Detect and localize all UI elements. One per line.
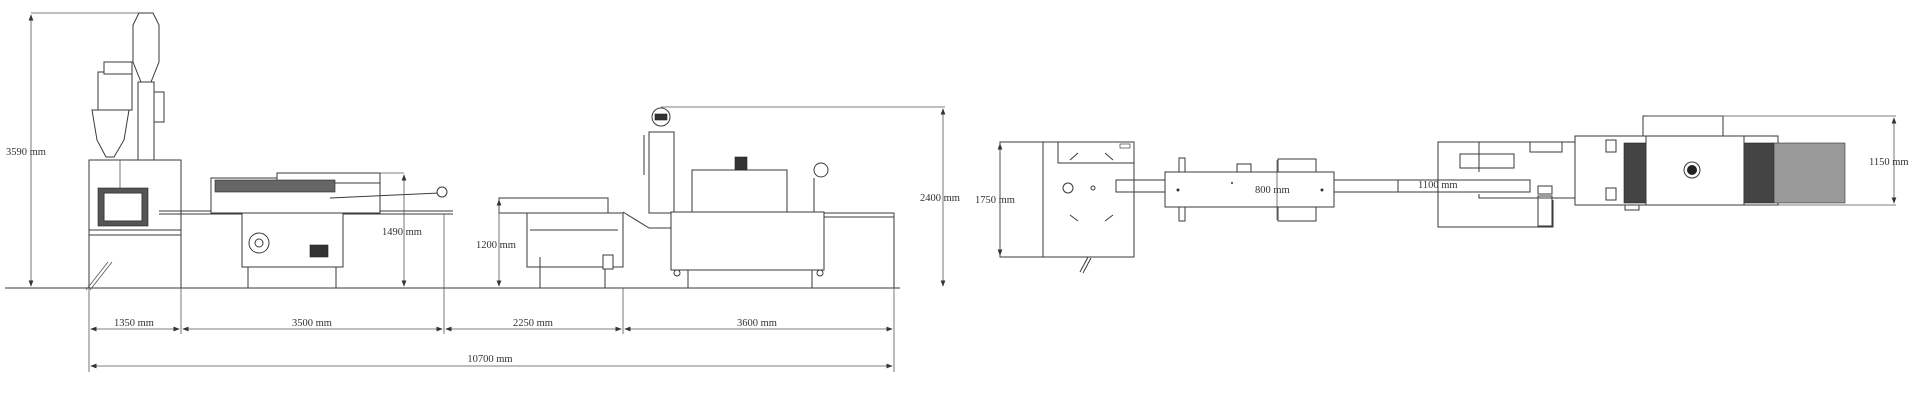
height-dimension-1200: 1200 mm (476, 199, 516, 287)
drive-shaft (1115, 179, 1167, 193)
transfer-unit-top: 800 mm (1164, 157, 1335, 222)
dimension-label: 3590 mm (6, 147, 46, 158)
collating-machine (210, 172, 448, 288)
length-dimensions: 1350 mm 3500 mm 2250 mm 3600 mm 10700 mm (88, 214, 895, 372)
height-dimension-1490: 1490 mm (380, 172, 422, 287)
side-view: 3590 mm (5, 12, 960, 372)
dimension-label: 1150 mm (1869, 157, 1909, 168)
connecting-rod (1333, 179, 1531, 193)
dimension-label: 1750 mm (975, 195, 1015, 206)
dimension-label: 1490 mm (382, 227, 422, 238)
height-dimension-3590: 3590 mm (6, 12, 147, 287)
segment-length-label: 3500 mm (292, 318, 332, 329)
feeder-unit-top: 1750 mm (975, 141, 1135, 274)
dimension-label: 2400 mm (920, 193, 960, 204)
accumulation-table (498, 197, 624, 288)
total-length-label: 10700 mm (467, 354, 512, 365)
frame-top (1437, 141, 1575, 228)
height-dimension-2400: 2400 mm (661, 106, 960, 287)
segment-length-label: 1350 mm (114, 318, 154, 329)
dimension-label: 1200 mm (476, 240, 516, 251)
shrink-wrapping-machine (622, 107, 895, 288)
vertical-packing-machine (85, 12, 182, 291)
segment-length-label: 3600 mm (737, 318, 777, 329)
top-view: 1750 mm 800 mm 1100 mm (975, 115, 1909, 274)
dimension-label: 800 mm (1255, 185, 1290, 196)
segment-length-label: 2250 mm (513, 318, 553, 329)
heat-tunnel-top: 1150 mm (1574, 115, 1909, 211)
